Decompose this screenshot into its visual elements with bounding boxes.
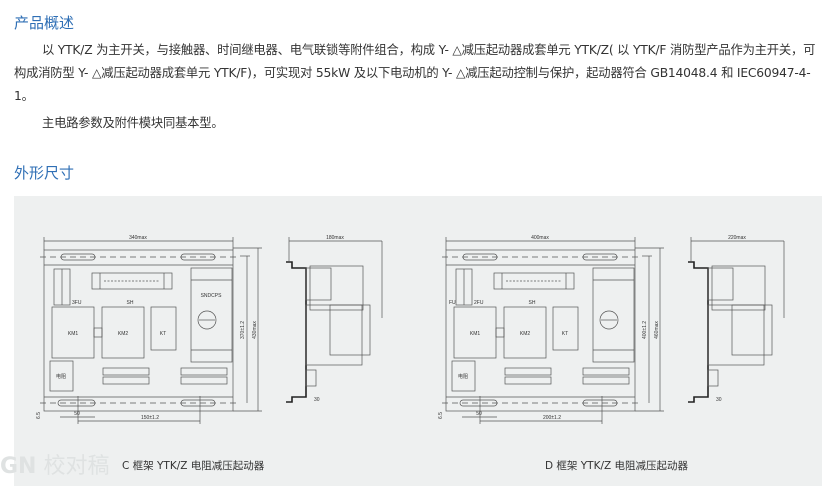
caption-d-frame: D 框架 YTK/Z 电阻减压起动器 [545,460,689,472]
label-kt: KT [160,331,166,337]
dim-width: 400max [531,235,549,241]
overview-paragraph: 以 YTK/Z 为主开关，与接触器、时间继电器、电气联锁等附件组合，构成 Y- … [14,43,816,103]
dim-depth: 220max [728,235,746,241]
dim-hole-x: 50 [476,411,482,417]
dim-hole-x: 50 [74,411,80,417]
label-km2: KM2 [118,331,129,337]
label-3fu: 3FU [72,300,82,306]
label-km1: KM1 [68,331,79,337]
label-kt: KT [562,331,568,337]
drawing-d: 400max 220max 400±1.2 460max 50 200±1.2 … [438,235,785,425]
label-resistor: 电阻 [56,373,66,380]
side-view-c [285,236,383,403]
dim-height: 460max [654,321,660,339]
dim-width: 340max [129,235,147,241]
caption-c-frame: C 框架 YTK/Z 电阻减压起动器 [122,460,265,472]
dimension-drawings-panel [14,196,822,486]
label-sh: SH [529,300,536,306]
dim-rail: 30 [716,397,722,403]
dim-edge: 6.5 [438,412,444,419]
side-view-d [687,236,785,403]
dim-height: 430max [252,321,258,339]
label-sh: SH [127,300,134,306]
label-km1: KM1 [470,331,481,337]
dim-mount-height: 400±1.2 [642,321,648,339]
dim-mount-height: 370±1.2 [240,321,246,339]
label-sndcps: SNDCPS [201,293,223,299]
watermark: GN 校对稿 [0,454,110,479]
dim-depth: 180max [326,235,344,241]
label-2fu: 2FU [474,300,484,306]
drawing-c: 340max 180max 370±1.2 430max 50 150±1.2 … [36,235,383,425]
dim-mount-width: 150±1.2 [141,415,159,421]
dim-mount-width: 200±1.2 [543,415,561,421]
section-title-overview: 产品概述 [14,14,75,32]
section-title-dimensions: 外形尺寸 [14,164,75,182]
overview-paragraph-2: 主电路参数及附件模块同基本型。 [42,116,224,130]
label-fu: FU [449,300,456,306]
dim-edge: 6.5 [36,412,42,419]
dim-rail: 30 [314,397,320,403]
label-resistor: 电阻 [458,373,468,380]
label-km2: KM2 [520,331,531,337]
